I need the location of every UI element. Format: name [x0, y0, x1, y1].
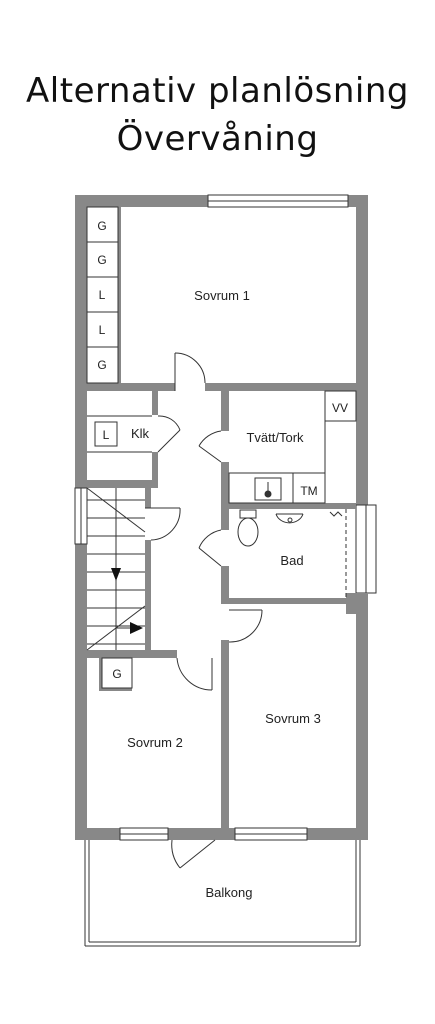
room-label-sovrum3: Sovrum 3: [265, 711, 321, 726]
room-label-sovrum1: Sovrum 1: [194, 288, 250, 303]
wardrobe-box-sovrum2: [101, 657, 133, 689]
windows: [74, 194, 377, 841]
stair-arrow-right-icon: [130, 622, 143, 634]
fixture-tm: TM: [300, 484, 317, 498]
door-bad: [198, 529, 222, 567]
door-sovrum2: [176, 657, 213, 691]
interior-walls: [87, 207, 368, 828]
wardrobe-g-3: G: [97, 358, 106, 372]
wardrobe-l-1: L: [99, 288, 106, 302]
bath-fixtures: [237, 509, 347, 598]
door-sovrum1: [174, 352, 206, 391]
room-label-balkong: Balkong: [206, 885, 253, 900]
stair-arrow-down-icon: [111, 568, 121, 581]
klk-l-label: L: [103, 428, 110, 442]
room-label-klk: Klk: [131, 426, 150, 441]
plan-subtitle: Övervåning: [116, 119, 319, 159]
room-label-tvatt: Tvätt/Tork: [246, 430, 304, 445]
laundry-fixtures: [228, 390, 357, 504]
door-balkong: [171, 839, 216, 869]
door-sovrum3: [228, 609, 263, 643]
wardrobe-g-1: G: [97, 219, 106, 233]
balcony: [84, 840, 361, 947]
door-stairs: [145, 507, 181, 541]
plan-title: Alternativ planlösning: [26, 71, 409, 111]
wardrobe-l-2: L: [99, 323, 106, 337]
fixture-vv: VV: [332, 401, 348, 415]
wardrobe-g-2: G: [97, 253, 106, 267]
room-label-sovrum2: Sovrum 2: [127, 735, 183, 750]
wardrobe-column: [86, 206, 119, 384]
door-tvatt: [198, 430, 222, 463]
room-label-bad: Bad: [280, 553, 303, 568]
klk-closet: [87, 415, 181, 453]
wardrobe-g-sovrum2: G: [112, 667, 121, 681]
